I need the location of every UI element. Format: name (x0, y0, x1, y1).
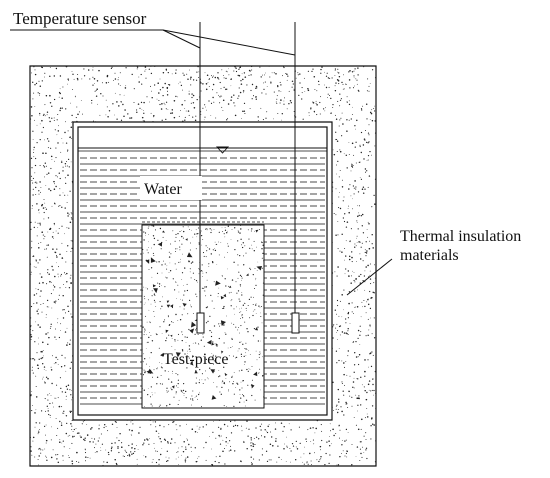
temperature-sensor-label: Temperature sensor (13, 9, 147, 28)
insulation-leader-line (346, 258, 393, 296)
temperature-sensor-left (196, 22, 205, 334)
temperature-sensor-right (291, 22, 300, 334)
thermal-insulation-label-line2: materials (400, 247, 459, 264)
water-label: Water (144, 181, 182, 198)
water-label-bg (140, 176, 202, 200)
thermal-insulation-label-line1: Thermal insulation (400, 228, 521, 245)
water-level-mark-icon (215, 146, 230, 154)
test-piece-label: Test-piece (163, 351, 229, 368)
concrete-texture (142, 225, 264, 408)
sensor-leader-lines (10, 29, 296, 56)
